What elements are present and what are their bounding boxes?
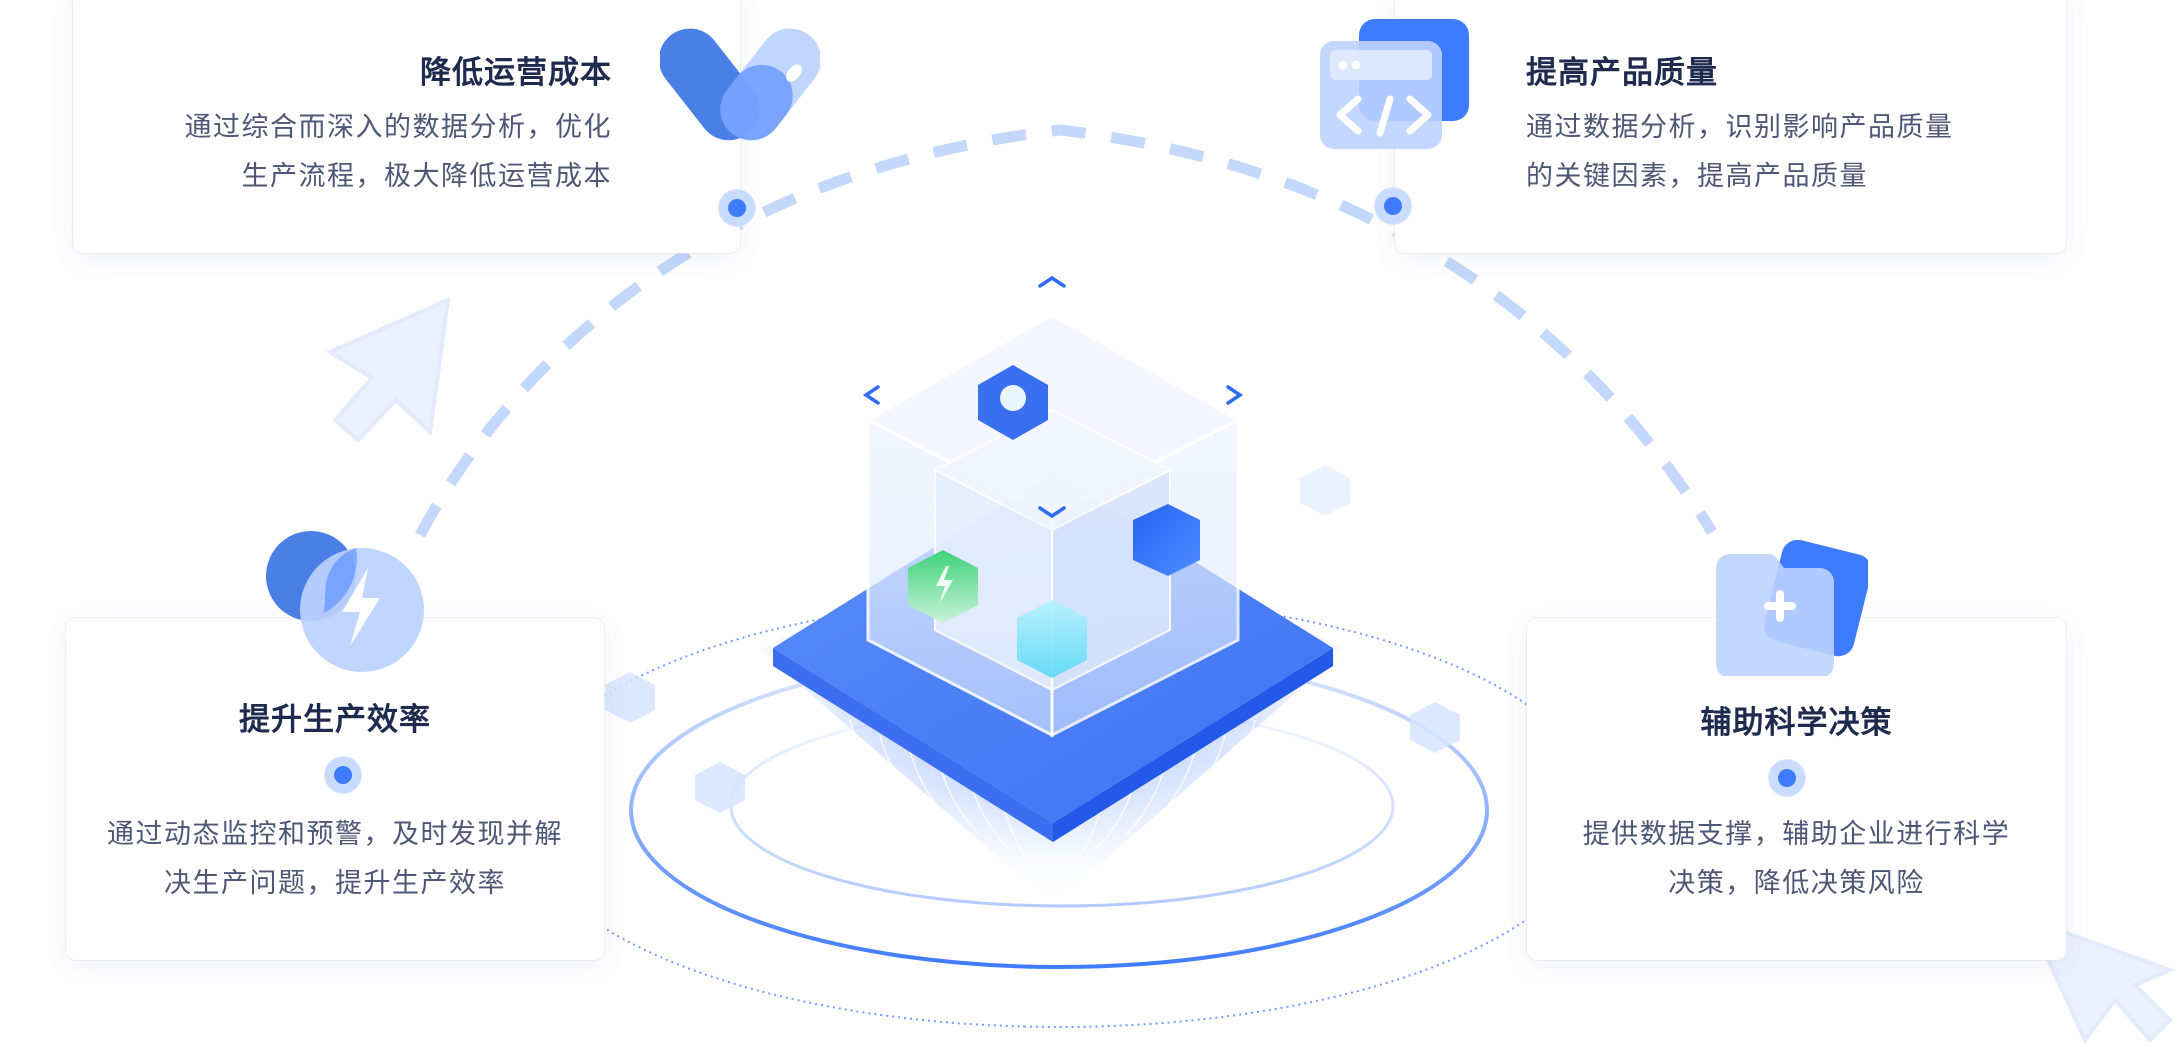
glowing-orb xyxy=(1000,385,1026,411)
feature-description: 通过综合而深入的数据分析，优化 生产流程，极大降低运营成本 xyxy=(184,112,612,192)
platform-side-right xyxy=(1053,648,1333,842)
lightning-icon xyxy=(266,531,424,672)
feature-description: 通过动态监控和预警，及时发现并解 决生产问题，提升生产效率 xyxy=(107,819,563,899)
floating-cubes xyxy=(605,465,1460,813)
feature-card-reduce-cost: 降低运营成本 通过综合而深入的数据分析，优化 生产流程，极大降低运营成本 xyxy=(73,0,740,253)
heart-capsule-icon xyxy=(660,28,820,141)
plus-folder-icon xyxy=(1716,540,1868,676)
timeline-dot xyxy=(719,190,755,226)
timeline-dot xyxy=(1375,188,1411,224)
timeline-dot xyxy=(1769,760,1805,796)
dashed-arc xyxy=(415,124,1717,538)
feature-title: 提高产品质量 xyxy=(1526,55,1718,91)
green-cube xyxy=(908,550,978,623)
frame-chevrons xyxy=(862,275,1244,519)
code-window-icon xyxy=(1320,19,1469,149)
feature-description: 提供数据支撑，辅助企业进行科学 决策，降低决策风险 xyxy=(1582,819,2011,899)
feature-title: 提升生产效率 xyxy=(239,702,431,738)
feature-card-improve-quality: 提高产品质量 通过数据分析，识别影响产品质量 的关键因素，提高产品质量 xyxy=(1395,0,2066,253)
timeline-dot xyxy=(325,757,361,793)
feature-title: 辅助科学决策 xyxy=(1700,705,1893,741)
platform-side-left xyxy=(773,648,1053,842)
feature-title: 降低运营成本 xyxy=(420,55,612,91)
feature-description: 通过数据分析，识别影响产品质量 的关键因素，提高产品质量 xyxy=(1526,112,1954,192)
blue-data-box xyxy=(1133,504,1200,576)
cyan-cube xyxy=(1017,600,1087,678)
cursor-arrow-icon-left xyxy=(325,296,451,443)
